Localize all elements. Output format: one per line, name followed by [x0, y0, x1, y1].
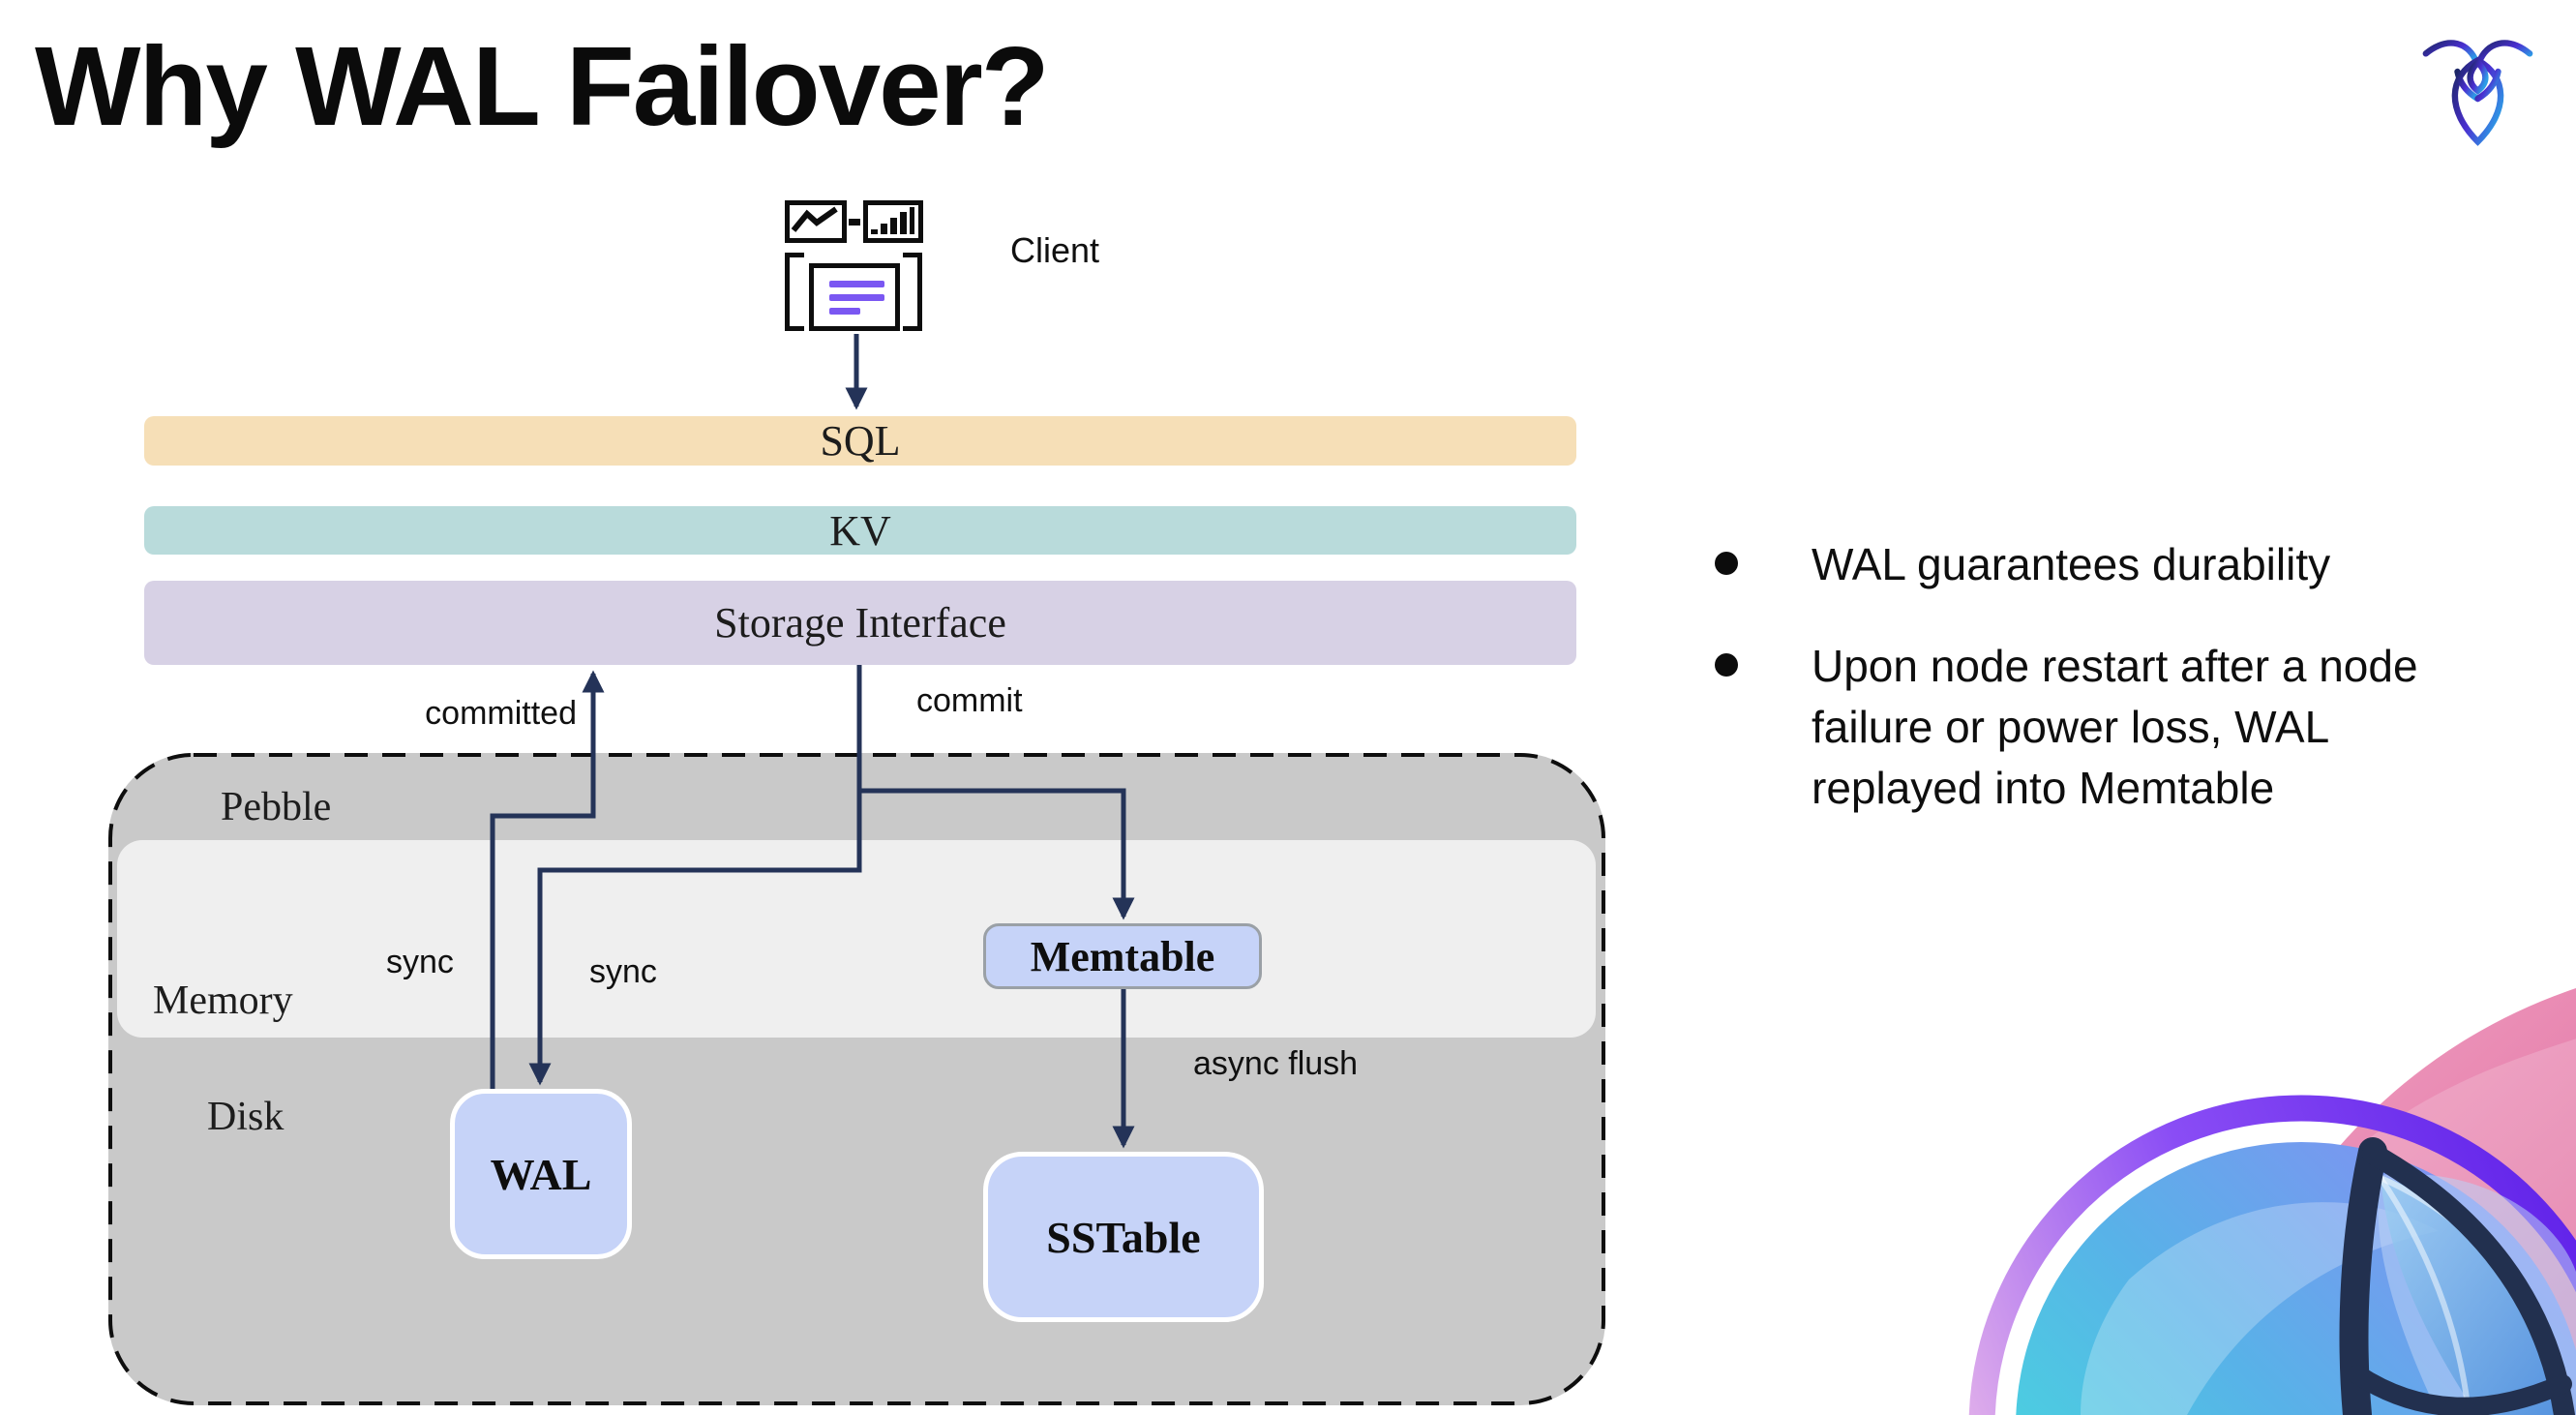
node-wal-label: WAL: [490, 1149, 592, 1199]
list-item: WAL guarantees durability: [1715, 534, 2489, 595]
node-memtable: Memtable: [983, 923, 1262, 989]
disk-label: Disk: [207, 1095, 285, 1139]
edge-label-sync-right: sync: [589, 953, 657, 990]
edge-label-sync-left: sync: [386, 944, 454, 980]
right-bracket-icon: [903, 253, 922, 331]
node-memtable-label: Memtable: [1030, 932, 1215, 980]
memory-region: [117, 840, 1596, 1038]
bullet-icon: [1715, 552, 1738, 575]
cockroachdb-logo-icon: [2422, 40, 2533, 146]
bullet-text: Upon node restart after a node failure o…: [1812, 641, 2418, 813]
edge-label-committed: committed: [425, 695, 577, 732]
bullet-text: WAL guarantees durability: [1812, 539, 2331, 589]
dash-icon: [849, 219, 860, 226]
line-chart-icon: [785, 200, 847, 243]
edge-label-async-flush: async flush: [1193, 1045, 1359, 1082]
pebble-label: Pebble: [221, 785, 332, 829]
node-sstable-label: SSTable: [1046, 1212, 1201, 1262]
node-sstable: SSTable: [983, 1152, 1264, 1322]
document-icon: [809, 263, 900, 331]
layer-kv: KV: [144, 506, 1576, 555]
layer-sql: SQL: [144, 416, 1576, 466]
bar-chart-icon: [863, 200, 923, 243]
layer-storage-interface: Storage Interface: [144, 581, 1576, 665]
list-item: Upon node restart after a node failure o…: [1715, 636, 2489, 819]
node-wal: WAL: [450, 1089, 632, 1259]
brand-art: [1968, 988, 2576, 1415]
layer-storage-label: Storage Interface: [714, 599, 1006, 647]
bullet-icon: [1715, 653, 1738, 677]
edge-label-commit: commit: [916, 682, 1023, 719]
layer-sql-label: SQL: [820, 417, 901, 465]
page-title: Why WAL Failover?: [35, 23, 1050, 149]
client-label: Client: [1010, 230, 1100, 270]
left-bracket-icon: [785, 253, 804, 331]
memory-label: Memory: [153, 978, 293, 1023]
bullet-list: WAL guarantees durability Upon node rest…: [1715, 534, 2489, 819]
layer-kv-label: KV: [829, 506, 891, 555]
